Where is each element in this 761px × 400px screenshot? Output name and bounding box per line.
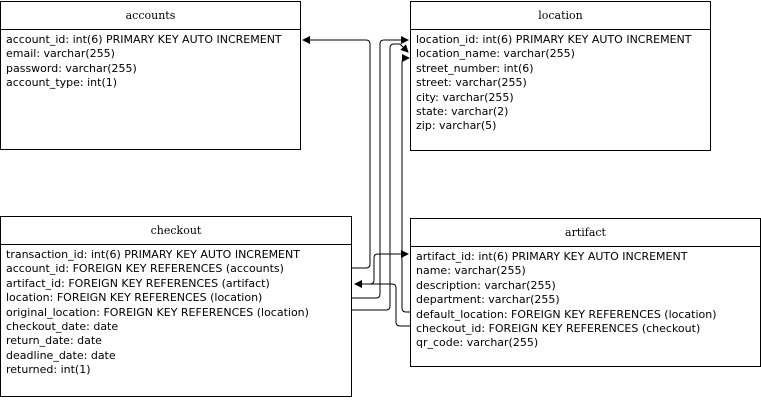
artifact-field-description[interactable]: description: varchar(255) xyxy=(416,278,556,292)
checkout-field-account-id[interactable]: account_id: FOREIGN KEY REFERENCES (acco… xyxy=(6,262,284,276)
accounts-table-title: accounts xyxy=(1,2,300,30)
location-field-list: location_id: int(6) PRIMARY KEY AUTO INC… xyxy=(411,30,710,134)
artifact-table-title: artifact xyxy=(411,219,760,247)
checkout-field-transaction-id[interactable]: transaction_id: int(6) PRIMARY KEY AUTO … xyxy=(6,248,300,261)
accounts-field-account-id[interactable]: account_id: int(6) PRIMARY KEY AUTO INCR… xyxy=(6,33,282,46)
checkout-field-artifact-id[interactable]: artifact_id: FOREIGN KEY REFERENCES (art… xyxy=(6,276,270,290)
location-field-street-number[interactable]: street_number: int(6) xyxy=(416,61,534,75)
checkout-field-list: transaction_id: int(6) PRIMARY KEY AUTO … xyxy=(1,245,351,378)
artifact-field-department[interactable]: department: varchar(255) xyxy=(416,293,560,307)
checkout-field-returned[interactable]: returned: int(1) xyxy=(6,363,91,377)
checkout-field-deadline-date[interactable]: deadline_date: date xyxy=(6,348,116,362)
accounts-table[interactable]: accounts account_id: int(6) PRIMARY KEY … xyxy=(0,1,301,150)
accounts-field-email[interactable]: email: varchar(255) xyxy=(6,47,115,61)
location-field-city[interactable]: city: varchar(255) xyxy=(416,90,514,104)
link-checkout-location-to-location xyxy=(352,36,409,299)
location-field-zip[interactable]: zip: varchar(5) xyxy=(416,119,497,133)
link-checkout-original-location-to-location xyxy=(352,43,409,311)
checkout-field-original-location[interactable]: original_location: FOREIGN KEY REFERENCE… xyxy=(6,305,309,319)
checkout-field-return-date[interactable]: return_date: date xyxy=(6,334,102,348)
artifact-field-list: artifact_id: int(6) PRIMARY KEY AUTO INC… xyxy=(411,247,760,351)
artifact-field-checkout-id[interactable]: checkout_id: FOREIGN KEY REFERENCES (che… xyxy=(416,322,701,336)
link-checkout-artifact-to-artifact xyxy=(355,250,409,285)
artifact-field-artifact-id[interactable]: artifact_id: int(6) PRIMARY KEY AUTO INC… xyxy=(416,250,688,263)
location-table-title: location xyxy=(411,2,710,30)
artifact-field-name[interactable]: name: varchar(255) xyxy=(416,264,526,278)
accounts-field-list: account_id: int(6) PRIMARY KEY AUTO INCR… xyxy=(1,30,300,91)
artifact-field-qr-code[interactable]: qr_code: varchar(255) xyxy=(416,336,539,350)
checkout-field-location[interactable]: location: FOREIGN KEY REFERENCES (locati… xyxy=(6,291,263,305)
location-field-state[interactable]: state: varchar(2) xyxy=(416,105,509,119)
accounts-field-password[interactable]: password: varchar(255) xyxy=(6,61,137,75)
accounts-field-account-type[interactable]: account_type: int(1) xyxy=(6,76,118,90)
location-field-location-name[interactable]: location_name: varchar(255) xyxy=(416,47,575,61)
location-table[interactable]: location location_id: int(6) PRIMARY KEY… xyxy=(410,1,711,151)
artifact-table[interactable]: artifact artifact_id: int(6) PRIMARY KEY… xyxy=(410,218,761,367)
link-artifact-default-location-to-location xyxy=(401,54,410,313)
artifact-field-default-location[interactable]: default_location: FOREIGN KEY REFERENCES… xyxy=(416,307,717,321)
location-field-street[interactable]: street: varchar(255) xyxy=(416,76,527,90)
checkout-table[interactable]: checkout transaction_id: int(6) PRIMARY … xyxy=(0,216,352,397)
link-artifact-checkout-to-checkout xyxy=(354,280,410,327)
checkout-table-title: checkout xyxy=(1,217,351,245)
checkout-field-checkout-date[interactable]: checkout_date: date xyxy=(6,320,119,334)
location-field-location-id[interactable]: location_id: int(6) PRIMARY KEY AUTO INC… xyxy=(416,33,692,46)
